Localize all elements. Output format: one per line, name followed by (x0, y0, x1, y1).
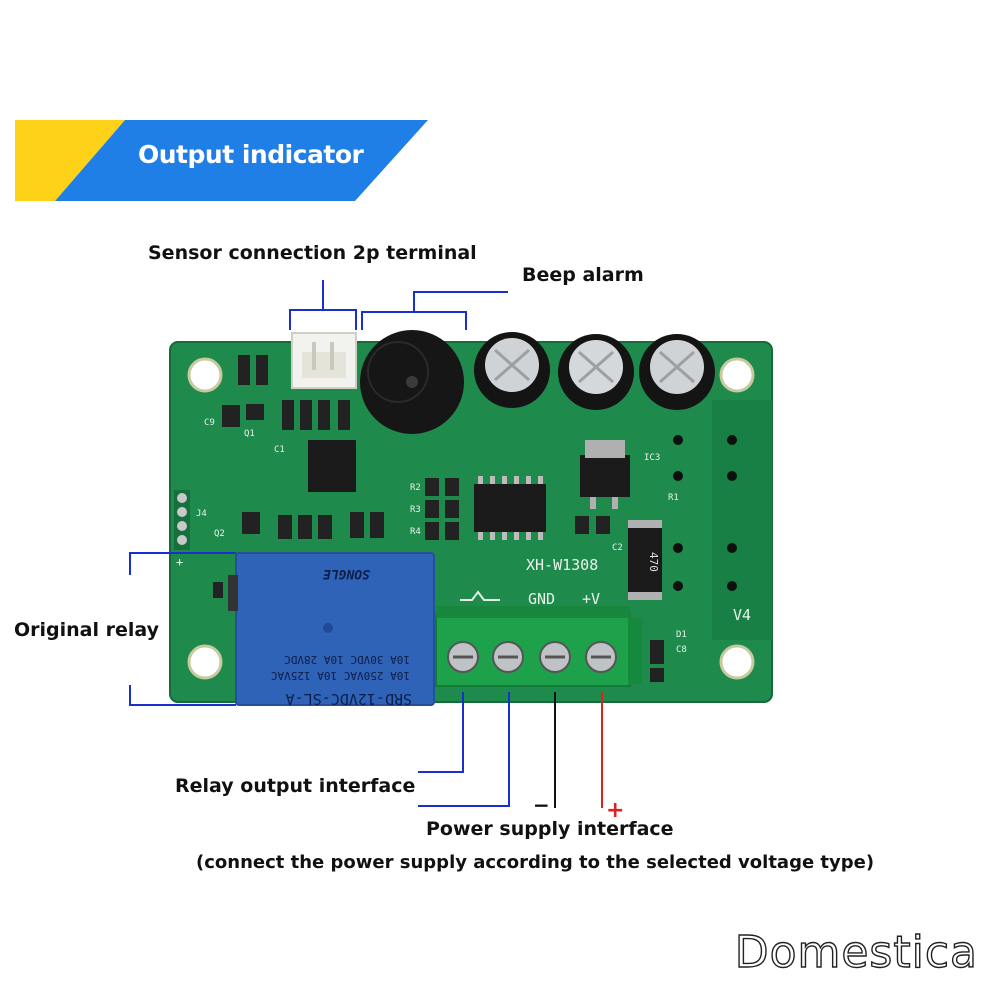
beep-leader (413, 291, 508, 312)
sensor-bracket (289, 309, 357, 330)
silk-label: Q1 (244, 429, 255, 439)
mount-hole (187, 357, 223, 393)
board-model: XH-W1308 (526, 556, 598, 574)
mount-hole (719, 357, 755, 393)
header-pins (174, 490, 190, 550)
silk-label: IC3 (644, 453, 660, 463)
silk-label: R2 (410, 483, 421, 493)
capacitors (474, 332, 715, 410)
header-blue-banner (55, 120, 428, 201)
silk-label: R3 (410, 505, 421, 515)
header-yellow-stripe (15, 120, 125, 201)
label-relay-output: Relay output interface (175, 775, 416, 797)
screw-terminal-block (435, 590, 642, 687)
silk-v4: V4 (733, 606, 751, 624)
label-original-relay: Original relay (14, 619, 160, 641)
label-beep-alarm: Beep alarm (522, 264, 644, 286)
label-power-supply: Power supply interface (426, 818, 674, 840)
watermark: Domestica (734, 926, 978, 978)
relay-brand-text: SONGLE (323, 566, 370, 581)
silk-label: C1 (274, 445, 285, 455)
silk-label: R1 (668, 493, 679, 503)
silk-label: C9 (204, 418, 215, 428)
relay-output-leader (418, 692, 510, 807)
pcb-board: SRD-12VDC-SL-A 10A 250VAC 10A 125VAC 10A… (169, 330, 773, 708)
silk-vplus: +V (582, 590, 600, 608)
mount-hole (719, 644, 755, 680)
sensor-terminal (291, 332, 357, 389)
resistor-value: 470 (647, 552, 660, 572)
relay-bracket-bottom (129, 685, 236, 706)
relay-rating-text: 10A 30VDC 10A 28VDC (284, 653, 410, 666)
smd-components (213, 355, 664, 682)
label-power-note: (connect the power supply according to t… (196, 852, 875, 873)
silk-label: J4 (196, 509, 207, 519)
relay-output-leader (418, 692, 464, 773)
silk-label: R4 (410, 527, 421, 537)
silk-label: D1 (676, 630, 687, 640)
label-sensor-terminal: Sensor connection 2p terminal (148, 242, 477, 264)
relay-rating-text: 10A 250VAC 10A 125VAC (271, 669, 410, 682)
buzzer (360, 330, 464, 434)
silk-label: Q2 (214, 529, 225, 539)
relay-model-text: SRD-12VDC-SL-A (286, 690, 412, 708)
beep-bracket (361, 311, 467, 330)
relay-bracket-top (129, 552, 236, 575)
plus-sign: + (606, 798, 624, 823)
ic-chips (308, 440, 662, 600)
callout-lines (129, 280, 510, 807)
silk-label: + (176, 555, 183, 569)
header-title: Output indicator (138, 140, 364, 169)
silk-label: C8 (676, 645, 687, 655)
minus-sign: − (533, 793, 550, 817)
relay: SRD-12VDC-SL-A 10A 250VAC 10A 125VAC 10A… (228, 552, 435, 708)
silk-gnd: GND (528, 590, 555, 608)
silk-label: C2 (612, 543, 623, 553)
mount-hole (187, 644, 223, 680)
switch-symbol (460, 590, 500, 601)
side-pads (673, 435, 737, 591)
